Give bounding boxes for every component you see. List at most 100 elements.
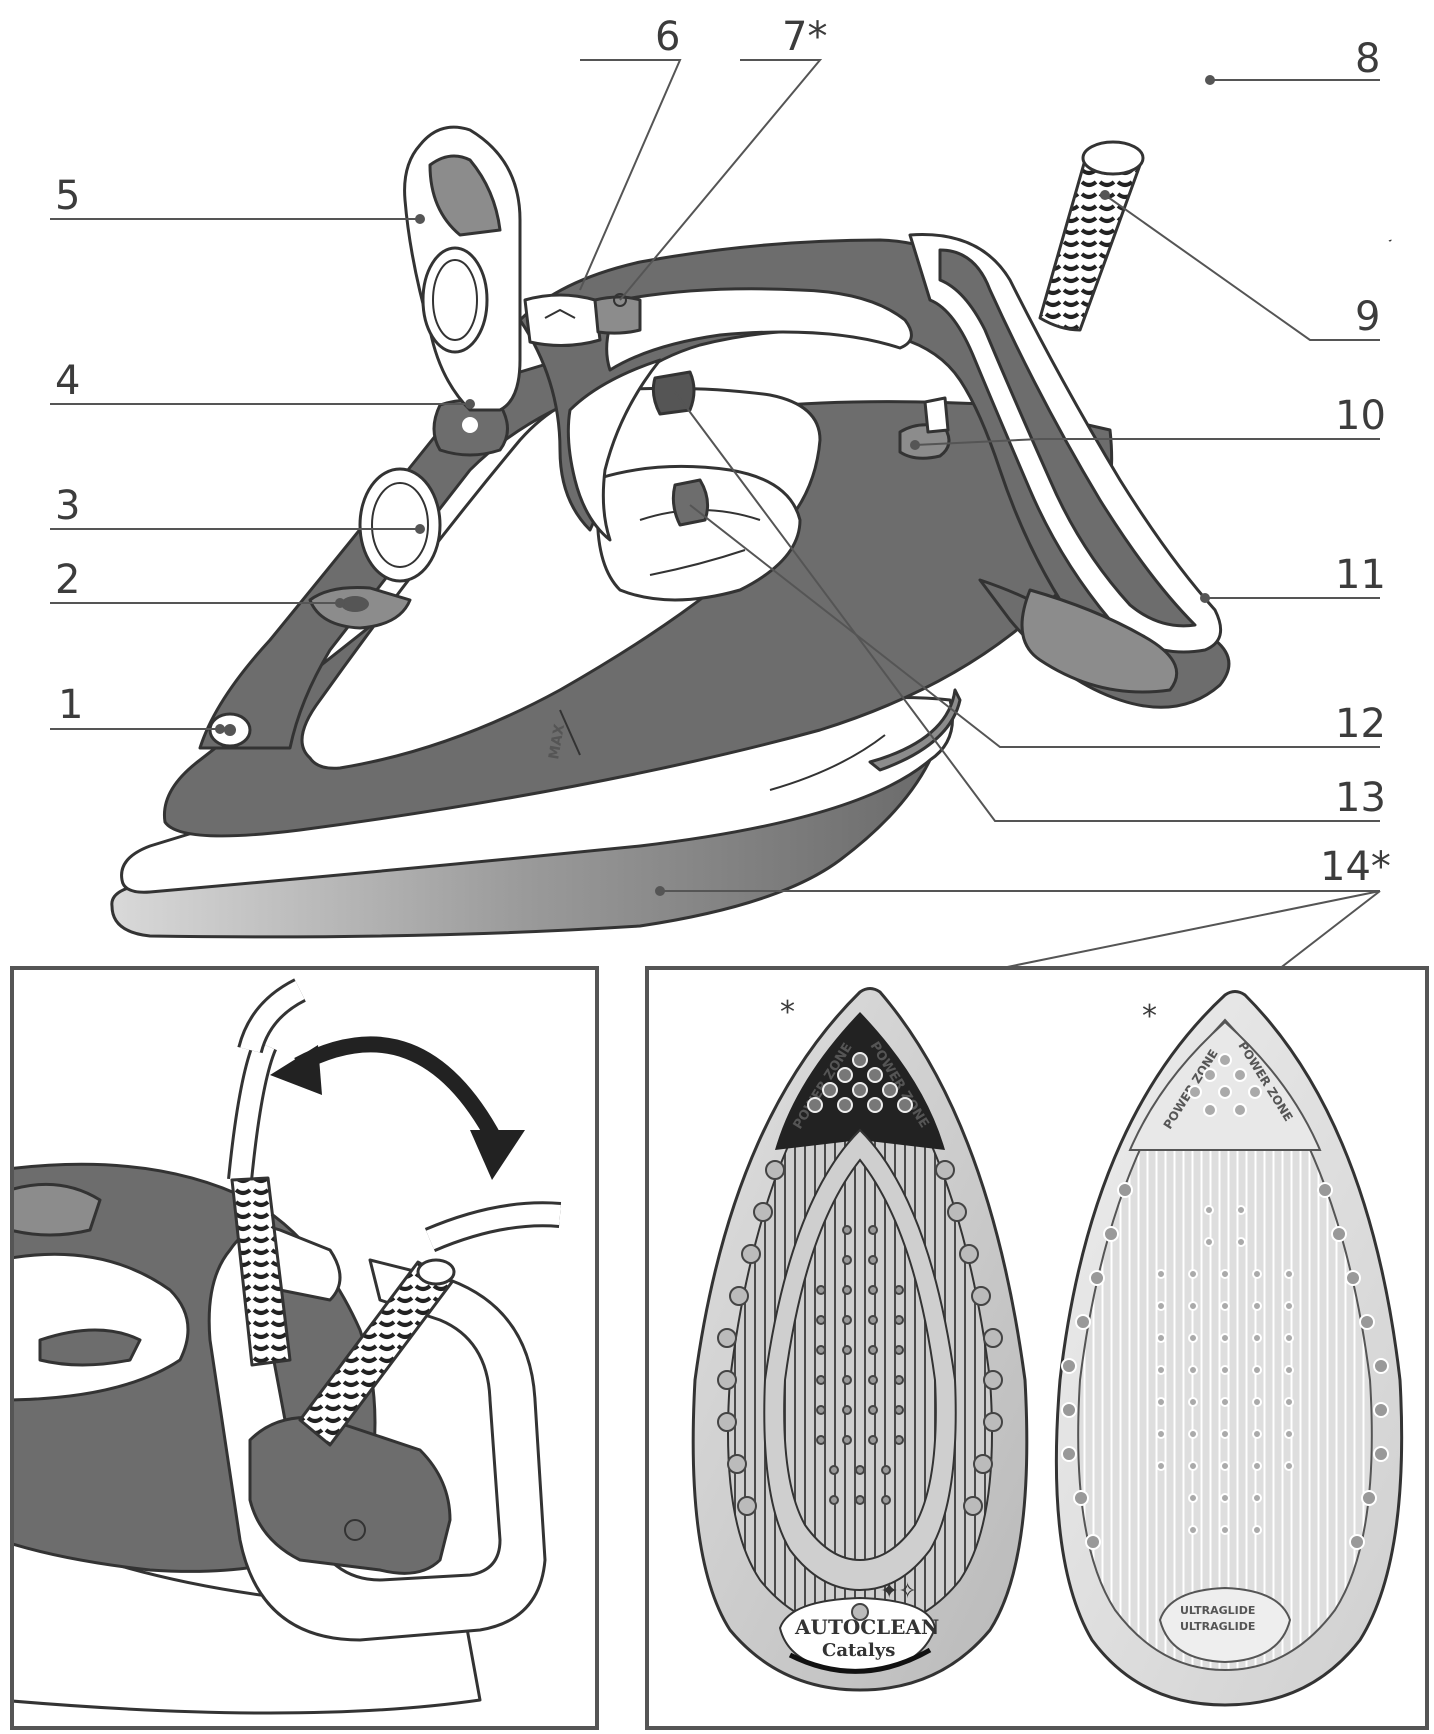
steam-hole: [717, 1412, 737, 1432]
steam-hole: [816, 1405, 826, 1415]
callout-11: 11: [1335, 552, 1386, 598]
steam-hole: [1156, 1461, 1166, 1471]
steam-hole: [868, 1345, 878, 1355]
steam-hole: [1204, 1237, 1214, 1247]
steam-hole: [963, 1496, 983, 1516]
heel-band: [868, 688, 962, 772]
steam-hole: [1359, 1314, 1375, 1330]
steam-hole: [1284, 1461, 1294, 1471]
steam-hole: [842, 1375, 852, 1385]
steam-hole: [1156, 1365, 1166, 1375]
steam-hole: [959, 1244, 979, 1264]
steam-hole: [1284, 1301, 1294, 1311]
steam-hole: [1236, 1205, 1246, 1215]
steam-hole: [1252, 1493, 1262, 1503]
steam-hole: [894, 1375, 904, 1385]
steam-hole: [1103, 1226, 1119, 1242]
steam-hole: [842, 1225, 852, 1235]
steam-hole: [1188, 1493, 1198, 1503]
steam-hole: [1252, 1269, 1262, 1279]
power-steam-button[interactable]: [593, 295, 642, 335]
steam-hole: [1252, 1333, 1262, 1343]
steam-hole: [816, 1435, 826, 1445]
steam-hole: [1373, 1402, 1389, 1418]
steam-hole: [822, 1082, 838, 1098]
steam-hole: [1188, 1397, 1198, 1407]
steam-hole: [1188, 1461, 1198, 1471]
steam-hole: [829, 1465, 839, 1475]
steam-hole: [1345, 1270, 1361, 1286]
steam-hole: [1361, 1490, 1377, 1506]
steam-hole: [935, 1160, 955, 1180]
steam-hole: [1373, 1446, 1389, 1462]
steam-holes: [717, 1052, 1389, 1621]
steam-hole: [868, 1315, 878, 1325]
steam-hole: [1156, 1269, 1166, 1279]
steam-hole: [717, 1328, 737, 1348]
steam-hole: [851, 1603, 869, 1621]
steam-hole: [1331, 1226, 1347, 1242]
callout-12: 12: [1335, 701, 1386, 747]
soleplate-variants-inset: * * POWER ZONE POWER ZONE AUTOCLEAN Cata…: [645, 966, 1429, 1730]
steam-hole: [1252, 1461, 1262, 1471]
steam-hole: [1188, 1269, 1198, 1279]
steam-hole: [1220, 1269, 1230, 1279]
spray-button[interactable]: [523, 293, 602, 348]
steam-hole: [737, 1496, 757, 1516]
max-fill-mark: MAX: [546, 723, 568, 761]
steam-hole: [842, 1345, 852, 1355]
steam-hole: [881, 1495, 891, 1505]
callout-9: 9: [1355, 294, 1380, 340]
steam-hole: [1252, 1301, 1262, 1311]
steam-hole: [1236, 1237, 1246, 1247]
steam-hole: [983, 1370, 1003, 1390]
temperature-dial[interactable]: [596, 464, 802, 602]
steam-hole: [894, 1405, 904, 1415]
steam-hole: [1373, 1358, 1389, 1374]
brand-ultraglide-1: ULTRAGLIDE: [1180, 1604, 1255, 1617]
steam-hole: [842, 1315, 852, 1325]
cord-guard-hinge: [898, 423, 951, 460]
steam-hole: [1089, 1270, 1105, 1286]
steam-hole: [1156, 1429, 1166, 1439]
callout-1: 1: [58, 682, 83, 728]
steam-hole: [894, 1285, 904, 1295]
steam-hole: [881, 1465, 891, 1475]
left-soleplate-asterisk: *: [780, 995, 795, 1030]
steam-hole: [1188, 1525, 1198, 1535]
steam-hole: [753, 1202, 773, 1222]
steam-hole: [842, 1435, 852, 1445]
steam-hole: [816, 1375, 826, 1385]
steam-hole: [894, 1315, 904, 1325]
brand-ultraglide-2: ULTRAGLIDE: [1180, 1620, 1255, 1633]
steam-hole: [1061, 1446, 1077, 1462]
brand-autoclean: AUTOCLEAN: [794, 1615, 939, 1639]
right-soleplate-asterisk: *: [1142, 999, 1157, 1034]
iron-main-view: MAX: [110, 77, 1402, 939]
steam-hole: [842, 1405, 852, 1415]
steam-hole: [868, 1255, 878, 1265]
steam-hole: [868, 1405, 878, 1415]
steam-hole: [842, 1255, 852, 1265]
svg-text:✦✧: ✦✧: [880, 1579, 917, 1604]
steam-hole: [1220, 1333, 1230, 1343]
callout-leaders: [50, 59, 1381, 1004]
steam-hole: [867, 1097, 883, 1113]
steam-hole: [868, 1375, 878, 1385]
steam-hole: [765, 1160, 785, 1180]
steam-hole: [1349, 1534, 1365, 1550]
steam-hole: [1188, 1301, 1198, 1311]
steam-hole: [1156, 1397, 1166, 1407]
steam-hole: [894, 1345, 904, 1355]
steam-hole: [983, 1328, 1003, 1348]
cord-sleeve: [1038, 154, 1142, 332]
callout-2: 2: [55, 557, 80, 603]
steam-hole: [1156, 1333, 1166, 1343]
steam-hole: [983, 1412, 1003, 1432]
callout-3: 3: [55, 483, 80, 529]
steam-hole: [1203, 1068, 1217, 1082]
callout-8: 8: [1355, 36, 1380, 82]
steam-hole: [1117, 1182, 1133, 1198]
steam-hole: [1156, 1301, 1166, 1311]
